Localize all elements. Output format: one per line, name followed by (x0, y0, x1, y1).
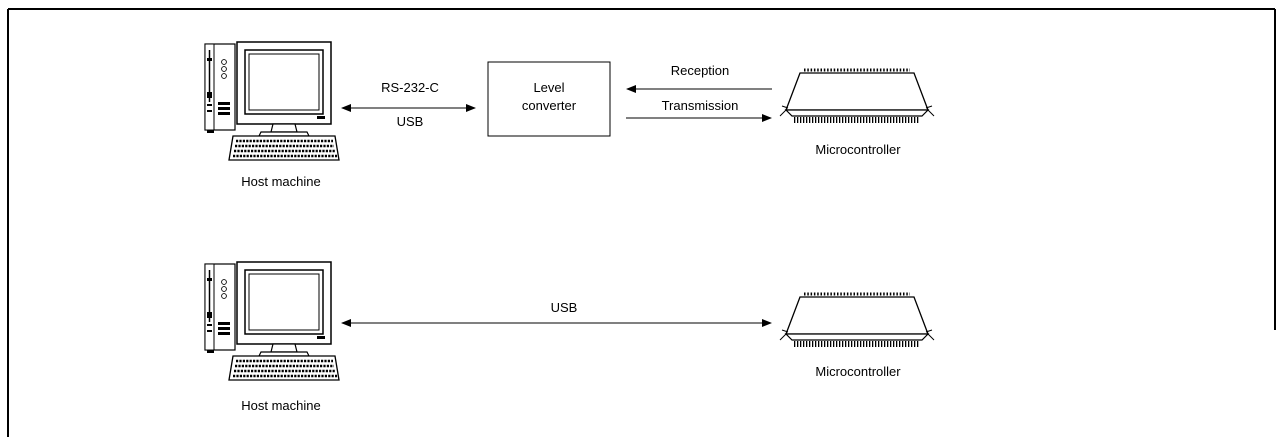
diagram-level-converter: Host machine RS-232-C USB Level converte… (203, 40, 934, 189)
host-machine-icon (203, 40, 341, 162)
level-converter-box (487, 61, 611, 137)
rs232c-label: RS-232-C (381, 80, 439, 95)
reception-label: Reception (671, 63, 730, 78)
diagram-direct-usb: Host machine USB Microcontroller (203, 260, 934, 413)
level-converter-label-line2: converter (522, 98, 577, 113)
usb-label: USB (551, 300, 578, 315)
microcontroller-icon (780, 294, 934, 344)
level-converter-label-line1: Level (533, 80, 564, 95)
transmission-label: Transmission (662, 98, 739, 113)
host-machine-label: Host machine (241, 398, 320, 413)
microcontroller-icon (780, 70, 934, 120)
microcontroller-label: Microcontroller (815, 142, 901, 157)
host-machine-label: Host machine (241, 174, 320, 189)
microcontroller-label: Microcontroller (815, 364, 901, 379)
usb-label: USB (397, 114, 424, 129)
host-machine-icon (203, 260, 341, 382)
